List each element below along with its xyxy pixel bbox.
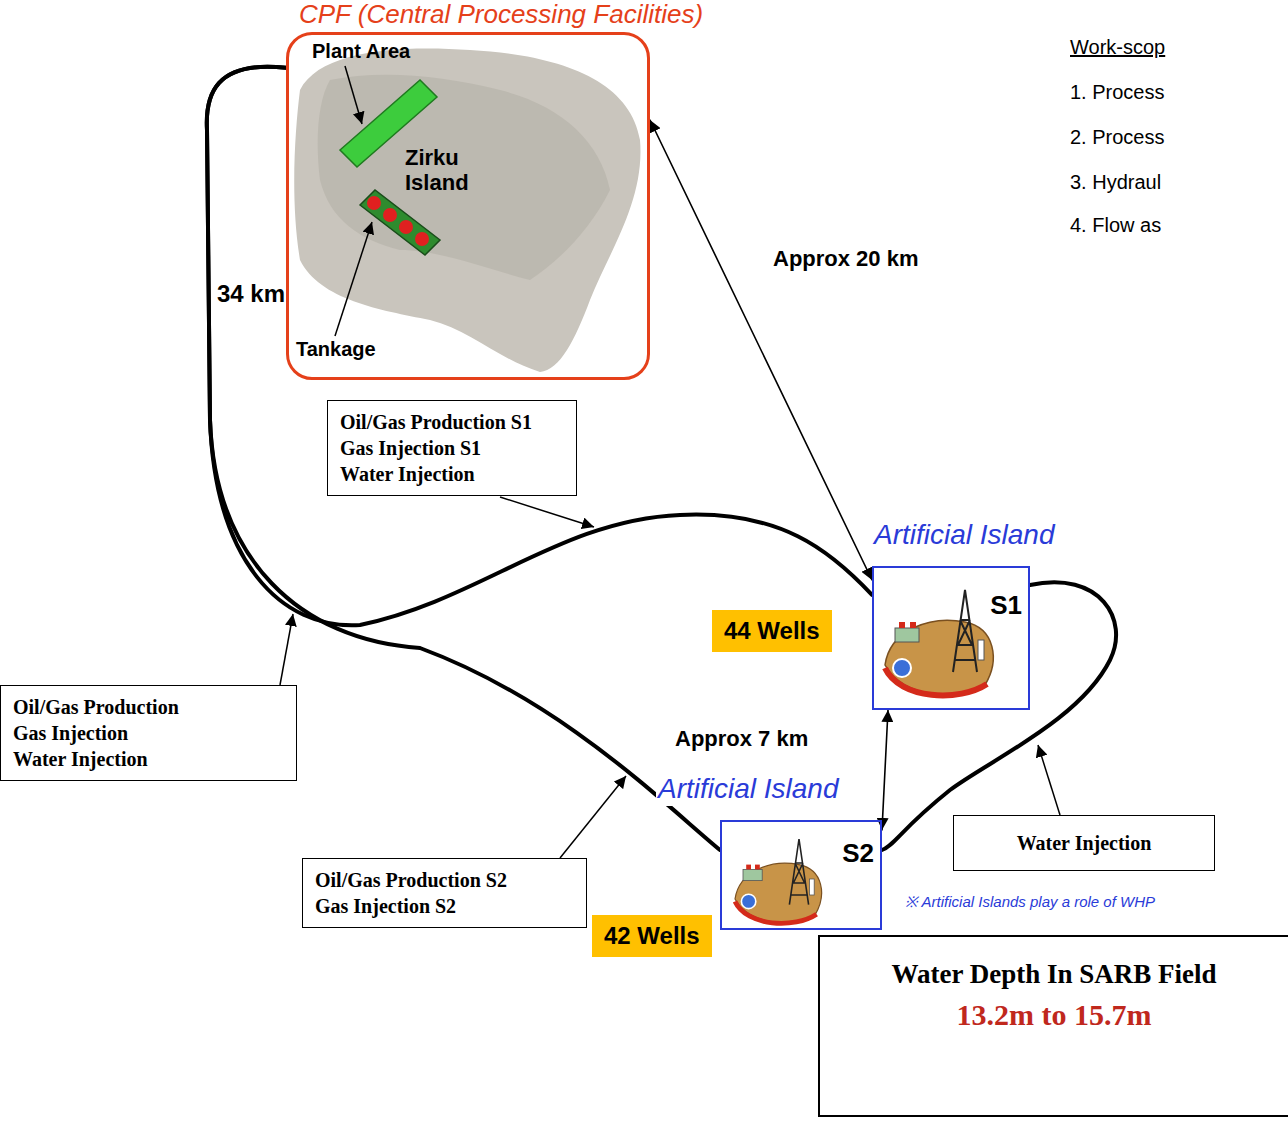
- callout-text: Water Injection: [13, 746, 284, 772]
- callout-box: Oil/Gas Production S1Gas Injection S1Wat…: [327, 400, 577, 496]
- workscope-item: 3. Hydraul: [1070, 170, 1161, 194]
- tank: [367, 196, 381, 210]
- workscope-heading: Work-scop: [1070, 35, 1165, 59]
- callout-text: Water Injection: [340, 461, 564, 487]
- wells-badge: 42 Wells: [592, 915, 712, 957]
- leader-line: [500, 497, 594, 527]
- island-id: S2: [722, 838, 880, 868]
- wells-count: 42 Wells: [604, 921, 700, 951]
- pipeline: [882, 582, 1116, 850]
- area-label: Plant Area: [312, 40, 410, 63]
- depth-range: 13.2m to 15.7m: [820, 997, 1288, 1033]
- island-terrain: [318, 75, 610, 280]
- wells-badge: 44 Wells: [712, 610, 832, 652]
- callout-box: Oil/Gas Production S2Gas Injection S2: [302, 858, 587, 928]
- workscope-item: 4. Flow as: [1070, 213, 1161, 237]
- footnote: ※ Artificial Islands play a role of WHP: [905, 893, 1155, 911]
- distance-label: Approx 20 km: [770, 246, 922, 272]
- workscope-item: 1. Process: [1070, 80, 1164, 104]
- island-map: [294, 48, 640, 372]
- callout-box: Water Injection: [953, 815, 1215, 871]
- island-drawing: [885, 590, 993, 695]
- island-name: Zirku Island: [405, 145, 480, 195]
- tank: [383, 208, 397, 222]
- island-heading: Artificial Island: [656, 772, 841, 806]
- island-heading: Artificial Island: [872, 518, 1057, 552]
- callout-text: Gas Injection: [13, 720, 284, 746]
- tank: [415, 232, 429, 246]
- area-label: Tankage: [296, 338, 376, 361]
- island-drawing: [735, 839, 822, 923]
- leader-line: [335, 222, 372, 336]
- callout-text: Gas Injection S1: [340, 435, 564, 461]
- workscope-item: 2. Process: [1070, 125, 1164, 149]
- callout-text: Gas Injection S2: [315, 893, 574, 919]
- leader-line: [345, 66, 362, 124]
- callout-text: Oil/Gas Production S2: [315, 867, 574, 893]
- cpf-region: CPF (Central Processing Facilities): [286, 32, 650, 380]
- leader-line: [280, 614, 293, 685]
- island-id: S1: [874, 590, 1028, 620]
- distance-label: Approx 7 km: [672, 726, 811, 752]
- callout-box: Oil/Gas ProductionGas InjectionWater Inj…: [0, 685, 297, 781]
- distance-arrow: [882, 710, 888, 830]
- wells-count: 44 Wells: [724, 616, 820, 646]
- leader-line: [1038, 745, 1060, 815]
- distance-arrow: [650, 120, 872, 580]
- pipeline: [207, 67, 872, 626]
- tank: [399, 220, 413, 234]
- artificial-island-box: Artificial IslandS2: [720, 820, 882, 930]
- depth-title: Water Depth In SARB Field: [820, 957, 1288, 991]
- callout-text: Oil/Gas Production S1: [340, 409, 564, 435]
- callout-text: Oil/Gas Production: [13, 694, 284, 720]
- leader-line: [560, 776, 626, 858]
- artificial-island-box: Artificial IslandS1: [872, 566, 1030, 710]
- water-depth-box: Water Depth In SARB Field 13.2m to 15.7m: [818, 935, 1288, 1117]
- distance-label: 34 km: [217, 280, 285, 307]
- callout-text: Water Injection: [966, 830, 1202, 856]
- region-heading: CPF (Central Processing Facilities): [299, 0, 703, 29]
